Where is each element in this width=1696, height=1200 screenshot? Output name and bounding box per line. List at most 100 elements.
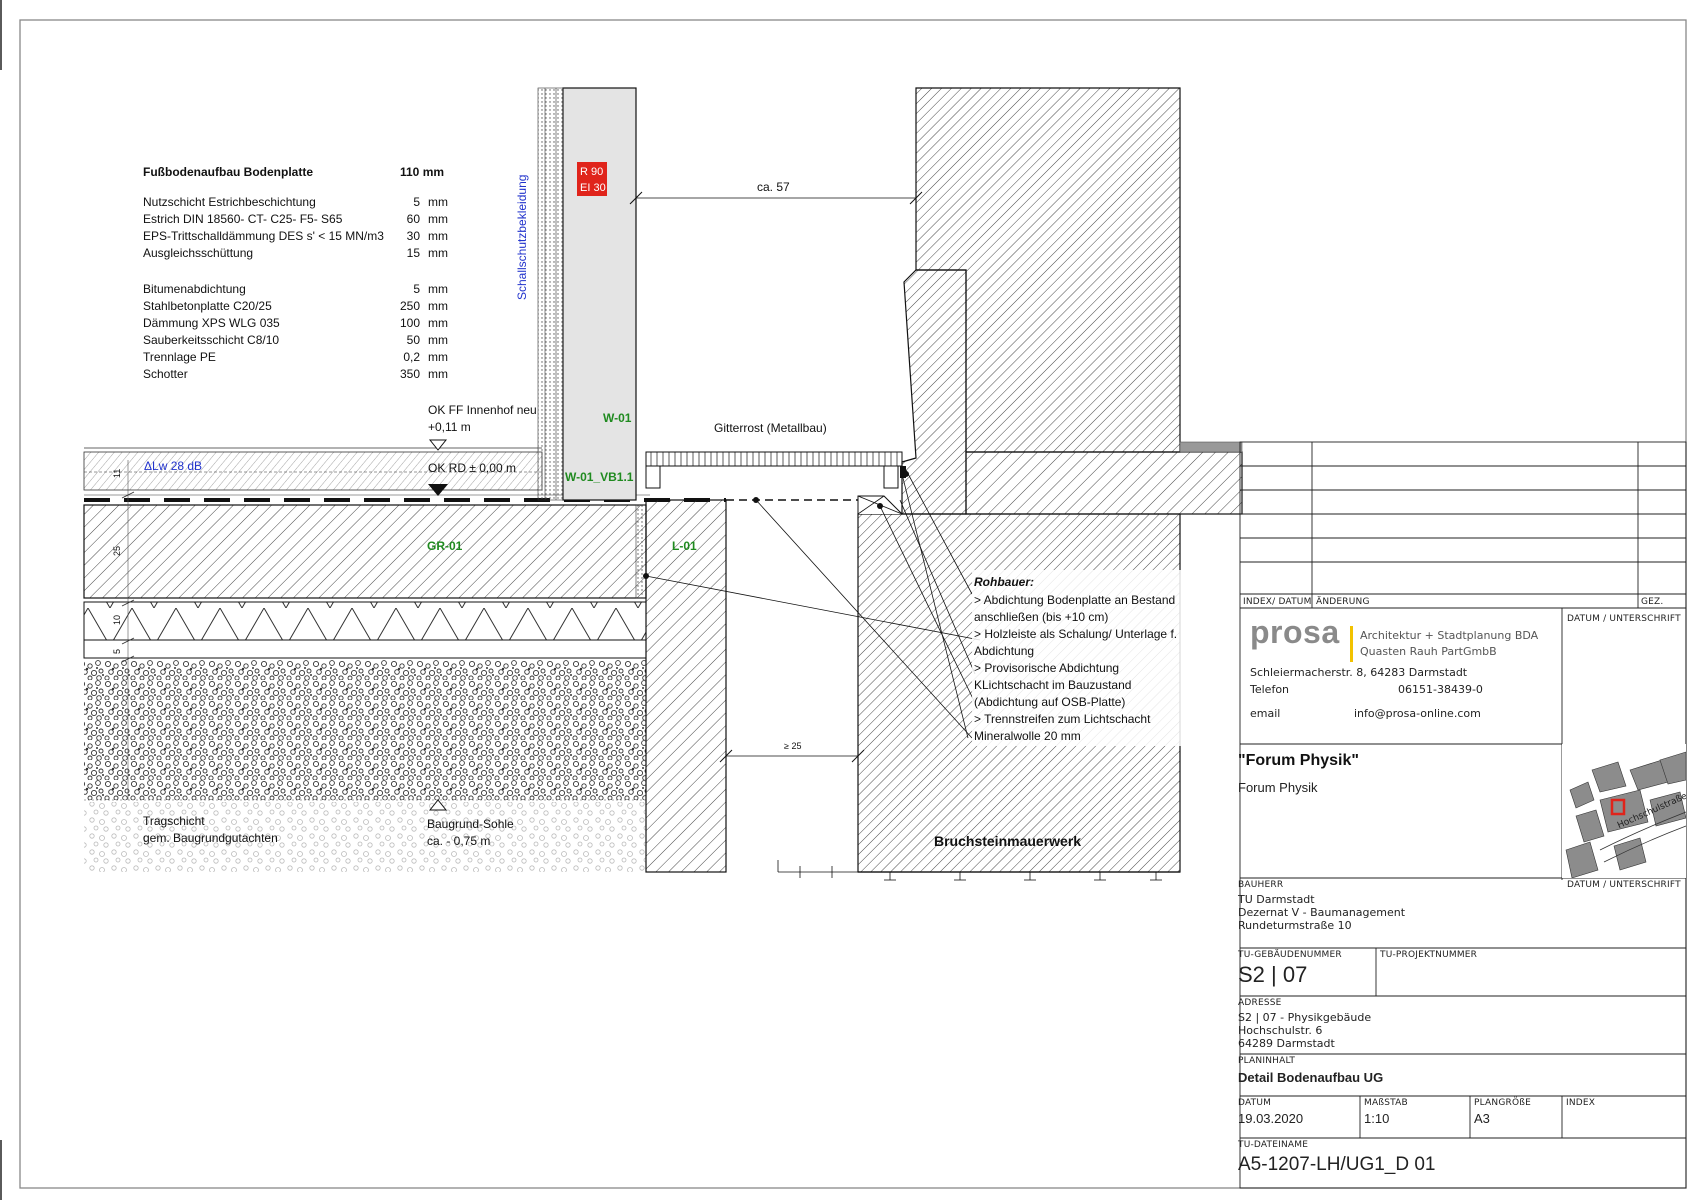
dateiname-value: A5-1207-LH/UG1_D 01 <box>1238 1154 1436 1175</box>
layer-unit: mm <box>428 350 448 364</box>
layer-unit: mm <box>428 195 448 209</box>
buildup-title: Fußbodenaufbau Bodenplatte <box>143 165 313 179</box>
rohbauer-note-line: Abdichtung <box>974 644 1034 658</box>
datum-unterschrift-header: DATUM / UNTERSCHRIFT <box>1567 614 1681 624</box>
label-l01: L-01 <box>672 539 697 553</box>
index-label: INDEX <box>1566 1098 1596 1108</box>
datum-value: 19.03.2020 <box>1238 1111 1304 1126</box>
planinhalt-value: Detail Bodenaufbau UG <box>1238 1070 1384 1085</box>
plangroesse-label: PLANGRÖßE <box>1474 1098 1532 1108</box>
buildup-table: Fußbodenaufbau Bodenplatte 110 mm Nutzsc… <box>143 165 448 381</box>
rohbauer-note-line: (Abdichtung auf OSB-Platte) <box>974 695 1125 709</box>
massstab-value: 1:10 <box>1364 1111 1390 1126</box>
tragschicht-label-1: Tragschicht <box>143 814 205 828</box>
layer-name: Ausgleichsschüttung <box>143 246 253 260</box>
ok-ff-label-1: OK FF Innenhof neu <box>428 403 537 417</box>
layer-unit: mm <box>428 229 448 243</box>
logo-accent-bar <box>1350 626 1353 662</box>
gebaeude-label: TU-GEBÄUDENUMMER <box>1238 950 1342 960</box>
dim-ca57: ca. 57 <box>757 180 790 194</box>
rubble-masonry-label: Bruchsteinmauerwerk <box>934 833 1081 849</box>
layer-name: Bitumenabdichtung <box>143 282 246 296</box>
layer-unit: mm <box>428 367 448 381</box>
rohbauer-note-line: KLichtschacht im Bauzustand <box>974 678 1131 692</box>
grating-label: Gitterrost (Metallbau) <box>714 421 827 435</box>
email-label: email <box>1250 707 1281 720</box>
plangroesse-value: A3 <box>1474 1111 1490 1126</box>
site-map <box>1562 744 1687 879</box>
dim-11: 11 <box>112 469 122 478</box>
layer-name: Schotter <box>143 367 188 381</box>
adresse-line-2: Hochschulstr. 6 <box>1238 1024 1323 1037</box>
project-subtitle: Forum Physik <box>1238 780 1318 795</box>
email-value: info@prosa-online.com <box>1354 707 1481 720</box>
existing-masonry-step <box>901 269 967 515</box>
aenderung-header: ÄNDERUNG <box>1316 597 1370 607</box>
bauherr-line-1: TU Darmstadt <box>1238 893 1315 906</box>
xps-insulation <box>83 601 647 641</box>
layer-name: Dämmung XPS WLG 035 <box>143 316 280 330</box>
rohbauer-note-line: > Trennstreifen zum Lichtschacht <box>974 712 1151 726</box>
section-detail <box>83 87 1243 881</box>
layer-name: Stahlbetonplatte C20/25 <box>143 299 272 313</box>
rohbauer-note-line: > Abdichtung Bodenplatte an Bestand <box>974 593 1175 607</box>
layer-name: Nutzschicht Estrichbeschichtung <box>143 195 316 209</box>
level-marker-ff <box>428 439 448 451</box>
dim-25: 25 <box>112 546 122 556</box>
rohbauer-note-line: Mineralwolle 20 mm <box>974 729 1081 743</box>
dim-5: 5 <box>112 649 122 654</box>
rohbauer-note-line: > Provisorische Abdichtung <box>974 661 1119 675</box>
firm-line-1: Architektur + Stadtplanung BDA <box>1360 629 1539 642</box>
acoustic-lining-label: Schallschutzbekleidung <box>515 175 529 300</box>
lightwell-wall <box>645 499 727 873</box>
rohbauer-note-line: anschließen (bis +10 cm) <box>974 610 1108 624</box>
layer-value: 0,2 <box>403 350 420 364</box>
bauherr-line-3: Rundeturmstraße 10 <box>1238 919 1352 932</box>
fire-rating-2: EI 30 <box>580 182 606 194</box>
dim-10: 10 <box>112 615 122 625</box>
projekt-label: TU-PROJEKTNUMMER <box>1380 950 1478 960</box>
grating-support-right <box>883 465 899 489</box>
screed-layer <box>83 451 543 491</box>
layer-name: Sauberkeitsschicht C8/10 <box>143 333 279 347</box>
baugrund-label-2: ca. - 0,75 m <box>427 834 490 848</box>
rohbauer-note-line: > Holzleiste als Schalung/ Unterlage f. <box>974 627 1177 641</box>
layer-value: 100 <box>400 316 420 330</box>
ok-rd-label: OK RD ± 0,00 m <box>428 461 516 475</box>
dateiname-label: TU-DATEINAME <box>1238 1140 1309 1150</box>
impact-sound-label: ΔLw 28 dB <box>144 459 202 473</box>
layer-value: 60 <box>407 212 421 226</box>
layer-value: 50 <box>407 333 421 347</box>
wall-w01 <box>562 87 637 501</box>
baugrund-label-1: Baugrund-Sohle <box>427 817 514 831</box>
level-marker-sohle <box>428 799 448 811</box>
bauherr-line-2: Dezernat V - Baumanagement <box>1238 906 1406 919</box>
label-w01-vb: W-01_VB1.1 <box>565 470 634 484</box>
datum-label: DATUM <box>1238 1098 1272 1108</box>
adresse-label: ADRESSE <box>1238 998 1282 1008</box>
gebaeude-value: S2 | 07 <box>1238 962 1308 987</box>
layer-value: 5 <box>413 282 420 296</box>
existing-slab <box>965 451 1243 515</box>
bauherr-label: BAUHERR <box>1238 880 1284 890</box>
layer-unit: mm <box>428 316 448 330</box>
firm-logo: prosa <box>1250 614 1340 650</box>
acoustic-lining <box>537 87 564 501</box>
rohbauer-title: Rohbauer: <box>974 575 1034 589</box>
layer-name: Estrich DIN 18560- CT- C25- F5- S65 <box>143 212 343 226</box>
layer-unit: mm <box>428 246 448 260</box>
blinding-layer <box>83 639 647 659</box>
telefon-label: Telefon <box>1250 683 1290 696</box>
grating-support-left <box>645 465 661 489</box>
slab-edge-board <box>635 504 647 599</box>
gravel-layer <box>84 660 646 800</box>
layer-value: 5 <box>413 195 420 209</box>
telefon-value: 06151-38439-0 <box>1398 683 1483 696</box>
grating <box>645 451 903 467</box>
layer-unit: mm <box>428 282 448 296</box>
buildup-total: 110 mm <box>400 165 444 179</box>
project-title: "Forum Physik" <box>1238 752 1359 769</box>
layer-name: EPS-Trittschalldämmung DES s' < 15 MN/m3 <box>143 229 384 243</box>
tragschicht-label-2: gem. Baugrundgutachten <box>143 831 278 845</box>
